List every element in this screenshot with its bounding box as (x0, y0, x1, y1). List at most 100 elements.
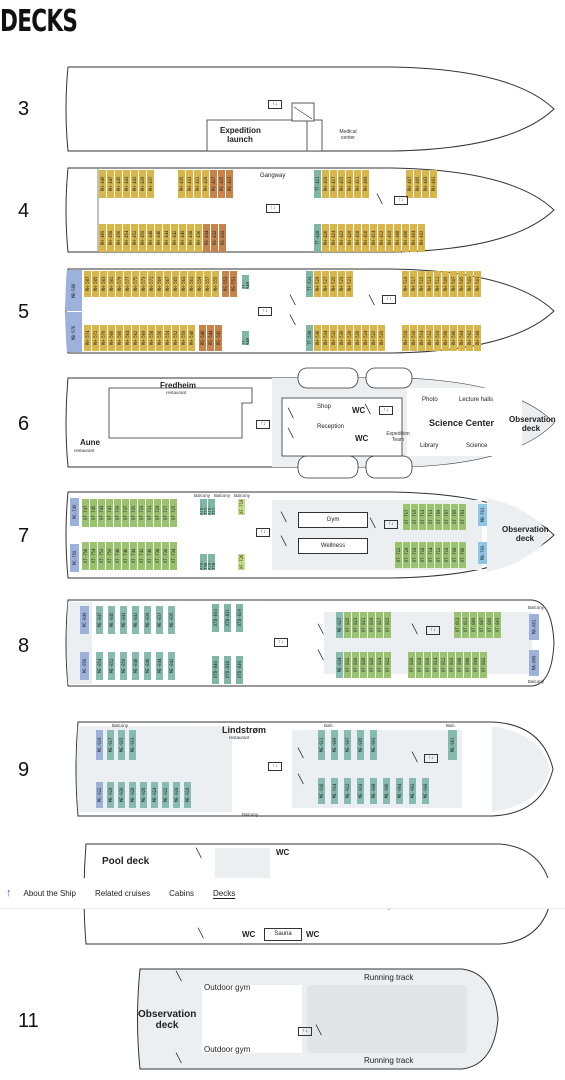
cabin-rh-513[interactable]: RH-513 (426, 271, 433, 297)
cabin-rh-458[interactable]: RH-458 (107, 224, 114, 252)
cabin-rh-516[interactable]: RH-516 (410, 325, 417, 351)
cabin-xt-808[interactable]: XT-808 (456, 652, 463, 678)
cabin-rh-456[interactable]: RH-456 (115, 224, 122, 252)
cabin-rh-506[interactable]: RH-506 (450, 325, 457, 351)
cabin-me-903[interactable]: ME-903 (370, 730, 377, 760)
cabin-rh-508[interactable]: RH-508 (442, 325, 449, 351)
cabin-rh-447[interactable]: RH-447 (107, 170, 114, 198)
deck-6-plan[interactable]: Fredheim restaurant Aune restaurant ↑↓ S… (62, 367, 556, 479)
cabin-me-907[interactable]: ME-907 (344, 730, 351, 760)
cabin-me-920[interactable]: ME-920 (107, 782, 114, 808)
cabin-xt-742[interactable]: XT-742 (138, 542, 145, 570)
cabin-rh-402[interactable]: RH-402 (418, 224, 425, 252)
cabin-rh-443[interactable]: RH-443 (123, 170, 130, 198)
cabin-rh-416[interactable]: RH-416 (362, 224, 369, 252)
cabin-rh-511[interactable]: RH-511 (434, 271, 441, 297)
cabin-rs-551[interactable]: RS-551 (230, 271, 237, 297)
cabin-me-905[interactable]: ME-905 (357, 730, 364, 760)
cabin-rh-501[interactable]: RH-501 (474, 271, 481, 297)
cabin-rs-427[interactable]: RS-427 (210, 170, 217, 198)
cabin-rh-526[interactable]: RH-526 (354, 325, 361, 351)
cabin-rh-522[interactable]: RH-522 (370, 325, 377, 351)
cabin-rh-440[interactable]: RH-440 (179, 224, 186, 252)
cabin-ty-540[interactable]: TY-540 (242, 331, 249, 345)
cabin-xt-802[interactable]: XT-802 (480, 652, 487, 678)
cabin-rh-454[interactable]: RH-454 (123, 224, 130, 252)
cabin-rh-583[interactable]: RH-583 (100, 271, 107, 297)
deck-5-cabin-mb-top[interactable]: MB-588 (71, 283, 76, 299)
cabin-tt-428[interactable]: TT-428 (314, 224, 321, 252)
cabin-xt-729[interactable]: XT-729 (154, 499, 161, 527)
deck-5-cabin-mb-bottom[interactable]: MB-576 (71, 325, 76, 341)
cabin-xtd-829[interactable]: XTD-829 (236, 604, 243, 632)
cabin-me-922[interactable]: ME-922 (162, 782, 169, 808)
cabin-xt-736[interactable]: XT-736 (162, 542, 169, 570)
cabin-rh-562[interactable]: RH-562 (132, 325, 139, 351)
cabin-rh-504[interactable]: RH-504 (458, 325, 465, 351)
deck-7-cabin-mb-top[interactable]: MB-701 (478, 504, 487, 526)
cabin-me-845[interactable]: ME-845 (108, 606, 115, 634)
deck-9-cabin-me-901[interactable]: ME-901 (448, 730, 457, 760)
cabin-rh-406[interactable]: RH-406 (402, 224, 409, 252)
cabin-xtd-831[interactable]: XTD-831 (224, 604, 231, 632)
cabin-xt-752[interactable]: XT-752 (98, 542, 105, 570)
cabin-me-909[interactable]: ME-909 (331, 730, 338, 760)
cabin-rh-529[interactable]: RH-529 (314, 271, 321, 297)
cabin-rh-572[interactable]: RH-572 (92, 325, 99, 351)
cabin-rh-534[interactable]: RH-534 (322, 325, 329, 351)
cabin-rh-409[interactable]: RH-409 (362, 170, 369, 198)
cabin-rh-515[interactable]: RH-515 (418, 271, 425, 297)
deck-7-cabin-mc-top[interactable]: MC-749 (70, 498, 79, 526)
cabin-rh-536[interactable]: RH-536 (314, 325, 321, 351)
cabin-rh-564[interactable]: RH-564 (124, 325, 131, 351)
cabin-xt-746[interactable]: XT-746 (122, 542, 129, 570)
cabin-rh-556[interactable]: RH-556 (156, 325, 163, 351)
cabin-rh-437[interactable]: RH-437 (147, 170, 154, 198)
cabin-rs-430[interactable]: RS-430 (219, 224, 226, 252)
cabin-rs-434[interactable]: RS-434 (203, 224, 210, 252)
cabin-rh-460[interactable]: RH-460 (99, 224, 106, 252)
cabin-xt-716[interactable]: XT-716 (419, 542, 426, 568)
cabin-rh-567[interactable]: RH-567 (164, 271, 171, 297)
cabin-rh-557[interactable]: RH-557 (204, 271, 211, 297)
cabin-xt-720[interactable]: XT-720 (403, 542, 410, 568)
cabin-xt-725[interactable]: XT-725 (170, 499, 177, 527)
cabin-xt-718[interactable]: XT-718 (411, 542, 418, 568)
cabin-me-843[interactable]: ME-843 (120, 606, 127, 634)
cabin-xt-707[interactable]: XT-707 (443, 504, 450, 530)
cabin-me-904[interactable]: ME-904 (396, 778, 403, 804)
cabin-rh-573[interactable]: RH-573 (140, 271, 147, 297)
cabin-me-844[interactable]: ME-844 (156, 652, 163, 680)
cabin-rh-569[interactable]: RH-569 (156, 271, 163, 297)
cabin-xtd-833[interactable]: XTD-833 (212, 604, 219, 632)
cabin-rh-575[interactable]: RH-575 (132, 271, 139, 297)
cabin-rh-439[interactable]: RH-439 (139, 170, 146, 198)
cabin-me-837[interactable]: ME-837 (156, 606, 163, 634)
cabin-me-842[interactable]: ME-842 (168, 652, 175, 680)
cabin-xt-714[interactable]: XT-714 (427, 542, 434, 568)
cabin-me-850[interactable]: ME-850 (120, 652, 127, 680)
cabin-rh-404[interactable]: RH-404 (410, 224, 417, 252)
scroll-to-top-icon[interactable]: ↑ (6, 887, 12, 899)
cabin-xt-713[interactable]: XT-713 (419, 504, 426, 530)
cabin-xtd-836[interactable]: XTD-836 (236, 656, 243, 684)
cabin-xt-825[interactable]: XT-825 (344, 612, 351, 638)
cabin-rh-514[interactable]: RH-514 (418, 325, 425, 351)
cabin-rh-550[interactable]: RH-550 (180, 325, 187, 351)
cabin-xt-821[interactable]: XT-821 (360, 612, 367, 638)
cabin-rh-555[interactable]: RH-555 (212, 271, 219, 297)
cabin-rh-585[interactable]: RH-585 (92, 271, 99, 297)
cabin-rs-544[interactable]: RS-544 (207, 325, 214, 351)
cabin-xt-826[interactable]: XT-826 (368, 652, 375, 678)
cabin-rh-570[interactable]: RH-570 (100, 325, 107, 351)
cabin-rh-581[interactable]: RH-581 (108, 271, 115, 297)
deck-8-cabin-ma-top[interactable]: MA-801 (529, 614, 539, 640)
cabin-xt-822[interactable]: XT-822 (384, 652, 391, 678)
cabin-xt-811[interactable]: XT-811 (462, 612, 469, 638)
cabin-rh-561[interactable]: RH-561 (188, 271, 195, 297)
cabin-rs-546[interactable]: RS-546 (199, 325, 206, 351)
cabin-xt-739[interactable]: XT-739 (114, 499, 121, 527)
